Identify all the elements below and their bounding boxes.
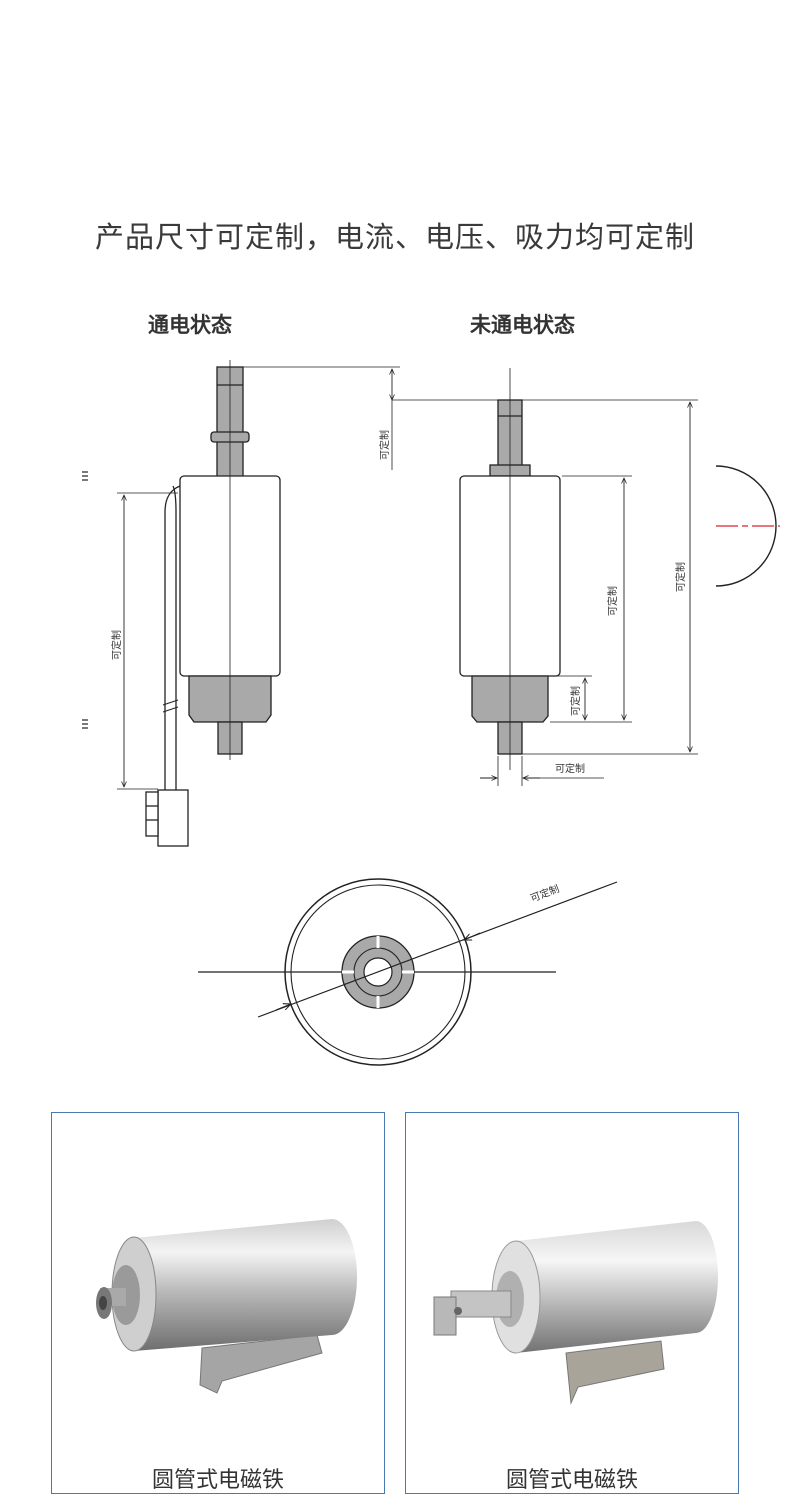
product-card-1: 圆管式电磁铁 <box>51 1112 385 1494</box>
unpowered-state-label: 未通电状态 <box>470 313 575 337</box>
shaft-end-radius-arc <box>715 465 777 587</box>
product-card-2: 圆管式电磁铁 <box>405 1112 739 1494</box>
product-1-cylinder <box>134 1219 357 1351</box>
unpowered-solenoid-drawing <box>392 368 777 786</box>
dimension-label-unpowered-overall: 可定制 <box>674 562 687 592</box>
powered-solenoid-drawing <box>117 360 400 847</box>
page-headline: 产品尺寸可定制，电流、电压、吸力均可定制 <box>94 220 695 254</box>
tick-marks <box>82 471 88 729</box>
product-caption-1: 圆管式电磁铁 <box>151 1468 284 1493</box>
end-view-diameter-line <box>257 881 618 1018</box>
dimension-label-unpowered-body: 可定制 <box>606 586 619 616</box>
product-caption-2: 圆管式电磁铁 <box>505 1468 638 1493</box>
powered-state-label: 通电状态 <box>148 313 232 337</box>
dimension-label-end-view-diameter: 可定制 <box>528 882 561 905</box>
dimension-label-powered-length: 可定制 <box>110 630 123 660</box>
product-image-1 <box>96 1219 357 1394</box>
dimension-label-shaft-diameter: 可定制 <box>555 762 585 775</box>
product-image-2 <box>433 1221 718 1405</box>
product-2-cylinder <box>516 1221 718 1353</box>
powered-wire <box>164 485 181 790</box>
powered-connector <box>157 789 189 847</box>
dimension-label-unpowered-plunger: 可定制 <box>569 686 582 716</box>
product-2-bracket <box>565 1340 665 1405</box>
dimension-label-powered-stroke: 可定制 <box>378 430 391 460</box>
technical-drawing: 可定制 可定制 可定制 可定制 可定制 可定制 <box>82 360 780 1066</box>
end-view-drawing <box>198 878 618 1066</box>
